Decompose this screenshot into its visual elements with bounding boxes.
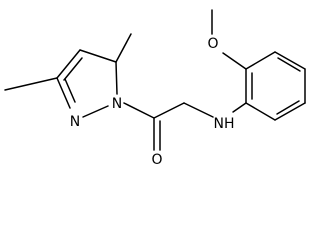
bond-c3-methyl (4, 77, 58, 91)
carbonyl-oxygen-label: O (151, 152, 162, 168)
bond-ar-double-3 (276, 100, 300, 115)
bond-nh-aryl (232, 102, 247, 113)
bond-c3-n2 (56, 77, 71, 109)
bond-n2-n1 (82, 105, 109, 118)
bond-carbonyl-ch2 (153, 102, 185, 119)
bond-n1-c5 (115, 61, 118, 95)
amine-nh-label: NH (214, 116, 235, 132)
bond-c5-c4 (79, 49, 117, 63)
bond-c4-c3 (56, 49, 81, 79)
bond-c5-methyl (115, 33, 132, 63)
molecule-structure-diagram: O N N NH O (4, 9, 306, 168)
bond-ar-c3-c4 (274, 51, 306, 70)
bond-ar-double-2 (277, 57, 301, 72)
bond-n1-carbonyl (123, 102, 155, 119)
bond-ar-c6-c1 (245, 102, 276, 121)
pyrazole-ring (56, 49, 118, 118)
bond-c3-n2-double (64, 78, 76, 103)
benzene-ring (245, 51, 306, 121)
bond-ch2-nh (183, 102, 214, 118)
pyrazole-n2-label: N (70, 114, 80, 130)
pyrazole-n1-label: N (112, 96, 122, 112)
bond-ar-c5-c6 (274, 102, 306, 121)
bond-c4-c3-double (63, 57, 83, 81)
bond-ar-c2-c3 (245, 51, 276, 70)
bond-ar-methoxy-o (222, 52, 247, 70)
methoxy-oxygen-label: O (207, 36, 218, 52)
